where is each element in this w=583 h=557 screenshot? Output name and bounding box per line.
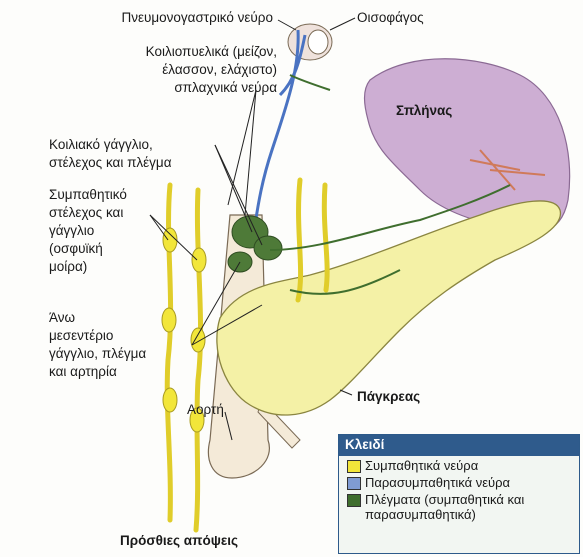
esophagus-label: Οισοφάγος — [357, 10, 424, 26]
splanchnic-label-3: σπλαχνικά νεύρα — [174, 80, 277, 96]
spleen-label: Σπλήνας — [396, 103, 452, 119]
legend-label-cont: παρασυμπαθητικά) — [365, 507, 476, 522]
legend-label: Παρασυμπαθητικά νεύρα — [365, 475, 510, 490]
legend-label: Συμπαθητικά νεύρα — [365, 458, 478, 473]
vagus-label: Πνευμονογαστρικό νεύρο — [121, 10, 273, 26]
caption: Πρόσθιες απόψεις — [120, 533, 238, 549]
pancreas-label: Πάγκρεας — [357, 389, 420, 405]
splanchnic-label-1: Κοιλιοπυελικά (μείζον, — [146, 44, 277, 60]
celiac-label-2: στέλεχος και πλέγμα — [49, 155, 172, 171]
legend-item-plexus: Πλέγματα (συμπαθητικά και παρασυμπαθητικ… — [339, 492, 579, 522]
legend-label: Πλέγματα (συμπαθητικά και — [365, 492, 524, 507]
mesenteric-label-1: Άνω — [49, 310, 75, 326]
sympathetic-label-5: μοίρα) — [49, 259, 87, 275]
legend-item-parasympathetic: Παρασυμπαθητικά νεύρα — [339, 475, 579, 490]
parasympathetic-swatch — [347, 477, 361, 490]
legend-box: Κλειδί Συμπαθητικά νεύρα Παρασυμπαθητικά… — [338, 434, 580, 554]
legend-title: Κλειδί — [339, 435, 579, 456]
mesenteric-label-2: μεσεντέριο — [49, 328, 113, 344]
mesenteric-label-4: και αρτηρία — [49, 364, 117, 380]
celiac-label-1: Κοιλιακό γάγγλιο, — [49, 137, 153, 153]
splanchnic-label-2: έλασσον, ελάχιστο) — [162, 62, 277, 78]
sympathetic-label-2: στέλεχος και — [49, 205, 123, 221]
sympathetic-label-1: Συμπαθητικό — [49, 187, 127, 203]
legend-item-sympathetic: Συμπαθητικά νεύρα — [339, 458, 579, 473]
mesenteric-label-3: γάγγλιο, πλέγμα — [49, 346, 146, 362]
sympathetic-label-4: (οσφυϊκή — [49, 241, 103, 257]
plexus-swatch — [347, 494, 361, 507]
sympathetic-swatch — [347, 460, 361, 473]
sympathetic-label-3: γάγγλιο — [49, 223, 94, 239]
aorta-label: Αορτή — [187, 402, 224, 418]
